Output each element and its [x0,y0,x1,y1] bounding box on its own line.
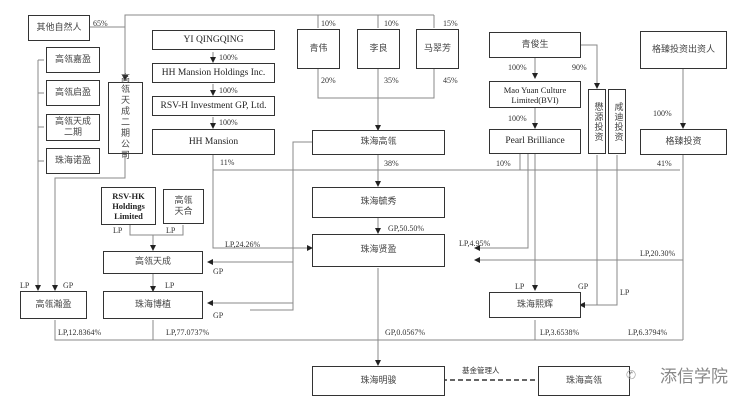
node-hh-mansion: HH Mansion [152,129,275,155]
label-tiancheng-bozhi-lp: LP [165,281,175,290]
label-hhmh-rsvh: 100% [219,86,238,95]
label-xihui-gp: GP [578,282,589,291]
edge-top-bar [124,14,434,27]
label-huiying-lp: LP [20,281,30,290]
node-gezhen-investors: 格臻投资出资人 [640,31,727,69]
label-gz-100: 100% [653,109,672,118]
label-lp-2426: LP,24.26% [225,240,261,249]
label-mao-pearl: 100% [508,114,527,123]
label-qjs-yiyuan: 90% [572,63,587,72]
node-gezhen-investment: 格臻投资 [640,129,727,155]
label-ma-45: 45% [443,76,458,85]
node-yiyuan-investment: 懋源投资 [588,89,606,154]
node-pearl-brilliance: Pearl Brilliance [489,129,581,154]
node-zhuhai-gaoling: 珠海高瓴 [312,130,445,155]
watermark-text: 添信学院 [660,367,728,387]
node-yi-qingqing: YI QINGQING [152,30,275,50]
node-gaoling-jiaying: 高瓴嘉盈 [46,47,100,73]
label-gp-5050: GP,50.50% [388,224,425,233]
node-zhuhai-xianying: 珠海贤盈 [312,234,445,267]
label-lp-36538: LP,3.6538% [540,328,580,337]
label-tiancheng-gp: GP [213,267,224,276]
node-qing-junsheng: 青俊生 [489,32,581,58]
node-gaoling-tiancheng: 高瓴天成 [103,251,203,274]
node-gaoling-tiancheng-2: 高瓴天成二期 [46,114,100,141]
label-top-ma: 15% [443,19,458,28]
label-gz-41: 41% [657,159,672,168]
node-zhuhai-bozhi: 珠海博植 [103,291,203,319]
label-lp-495: LP,4.95% [459,239,491,248]
label-hhm-11: 11% [220,158,235,167]
node-zhuhai-yuxiu: 珠海毓秀 [312,187,445,218]
label-liliang-35: 35% [384,76,399,85]
node-zhuhai-xihui: 珠海熙辉 [489,292,581,318]
node-qing-wei: 青伟 [297,29,340,69]
node-mao-yuan-culture: Mao Yuan Culture Limited(BVI) [489,81,581,108]
node-rsv-hk-holdings: RSV-HK Holdings Limited [101,187,156,225]
node-zhuhai-nuoying: 珠海诺盈 [46,148,100,174]
wechat-icon: ✆ [626,368,637,382]
label-xihui-lp: LP [515,282,525,291]
edge-hhm-down [212,152,313,251]
label-top-liliang: 10% [384,19,399,28]
label-qjs-mao: 100% [508,63,527,72]
node-zhuhai-gaoling-manager: 珠海高瓴 [538,366,630,396]
label-pearl-10: 10% [496,159,511,168]
label-rsvh-hhm: 100% [219,118,238,127]
node-gaoling-qiying: 高瓴启盈 [46,80,100,106]
node-other-individuals: 其他自然人 [28,15,90,41]
label-top-qingwei: 10% [321,19,336,28]
edge-tc2co-to-huiying [52,153,126,291]
label-lp-2030: LP,20.30% [640,249,676,258]
node-gaoling-huiying: 高瓴瀚盈 [20,291,87,319]
node-gaoling-tianhe: 高瓴天合 [163,189,204,224]
label-lp-63794: LP,6.3794% [628,328,668,337]
label-xihui-lp2: LP [620,288,630,297]
label-bozhi-gp: GP [213,311,224,320]
label-tianhe-lp: LP [166,226,176,235]
node-zhuhai-mingjun: 珠海明骏 [312,366,445,396]
node-hh-mansion-holdings: HH Mansion Holdings Inc. [152,63,275,83]
label-gp-00567: GP,0.0567% [385,328,426,337]
node-li-liang: 李良 [357,29,400,69]
node-rsv-h-investment-gp: RSV-H Investment GP, Ltd. [152,96,275,116]
label-rsvhk-lp: LP [113,226,123,235]
label-lp-128364: LP,12.8364% [58,328,102,337]
label-65: 65% [93,19,108,28]
label-qingwei-20: 20% [321,76,336,85]
label-lp-770737: LP,77.0737% [166,328,210,337]
label-yi-hhmh: 100% [219,53,238,62]
label-fund-manager: 基金管理人 [462,366,500,375]
label-huiying-gp: GP [63,281,74,290]
node-ma-cuifang: 马翠芳 [416,29,459,69]
label-zhgl-38: 38% [384,159,399,168]
node-gaoling-tiancheng-2-company: 高瓴天成二期公司 [108,74,143,161]
node-xiandi-investment: 咸迪投资 [608,89,626,154]
